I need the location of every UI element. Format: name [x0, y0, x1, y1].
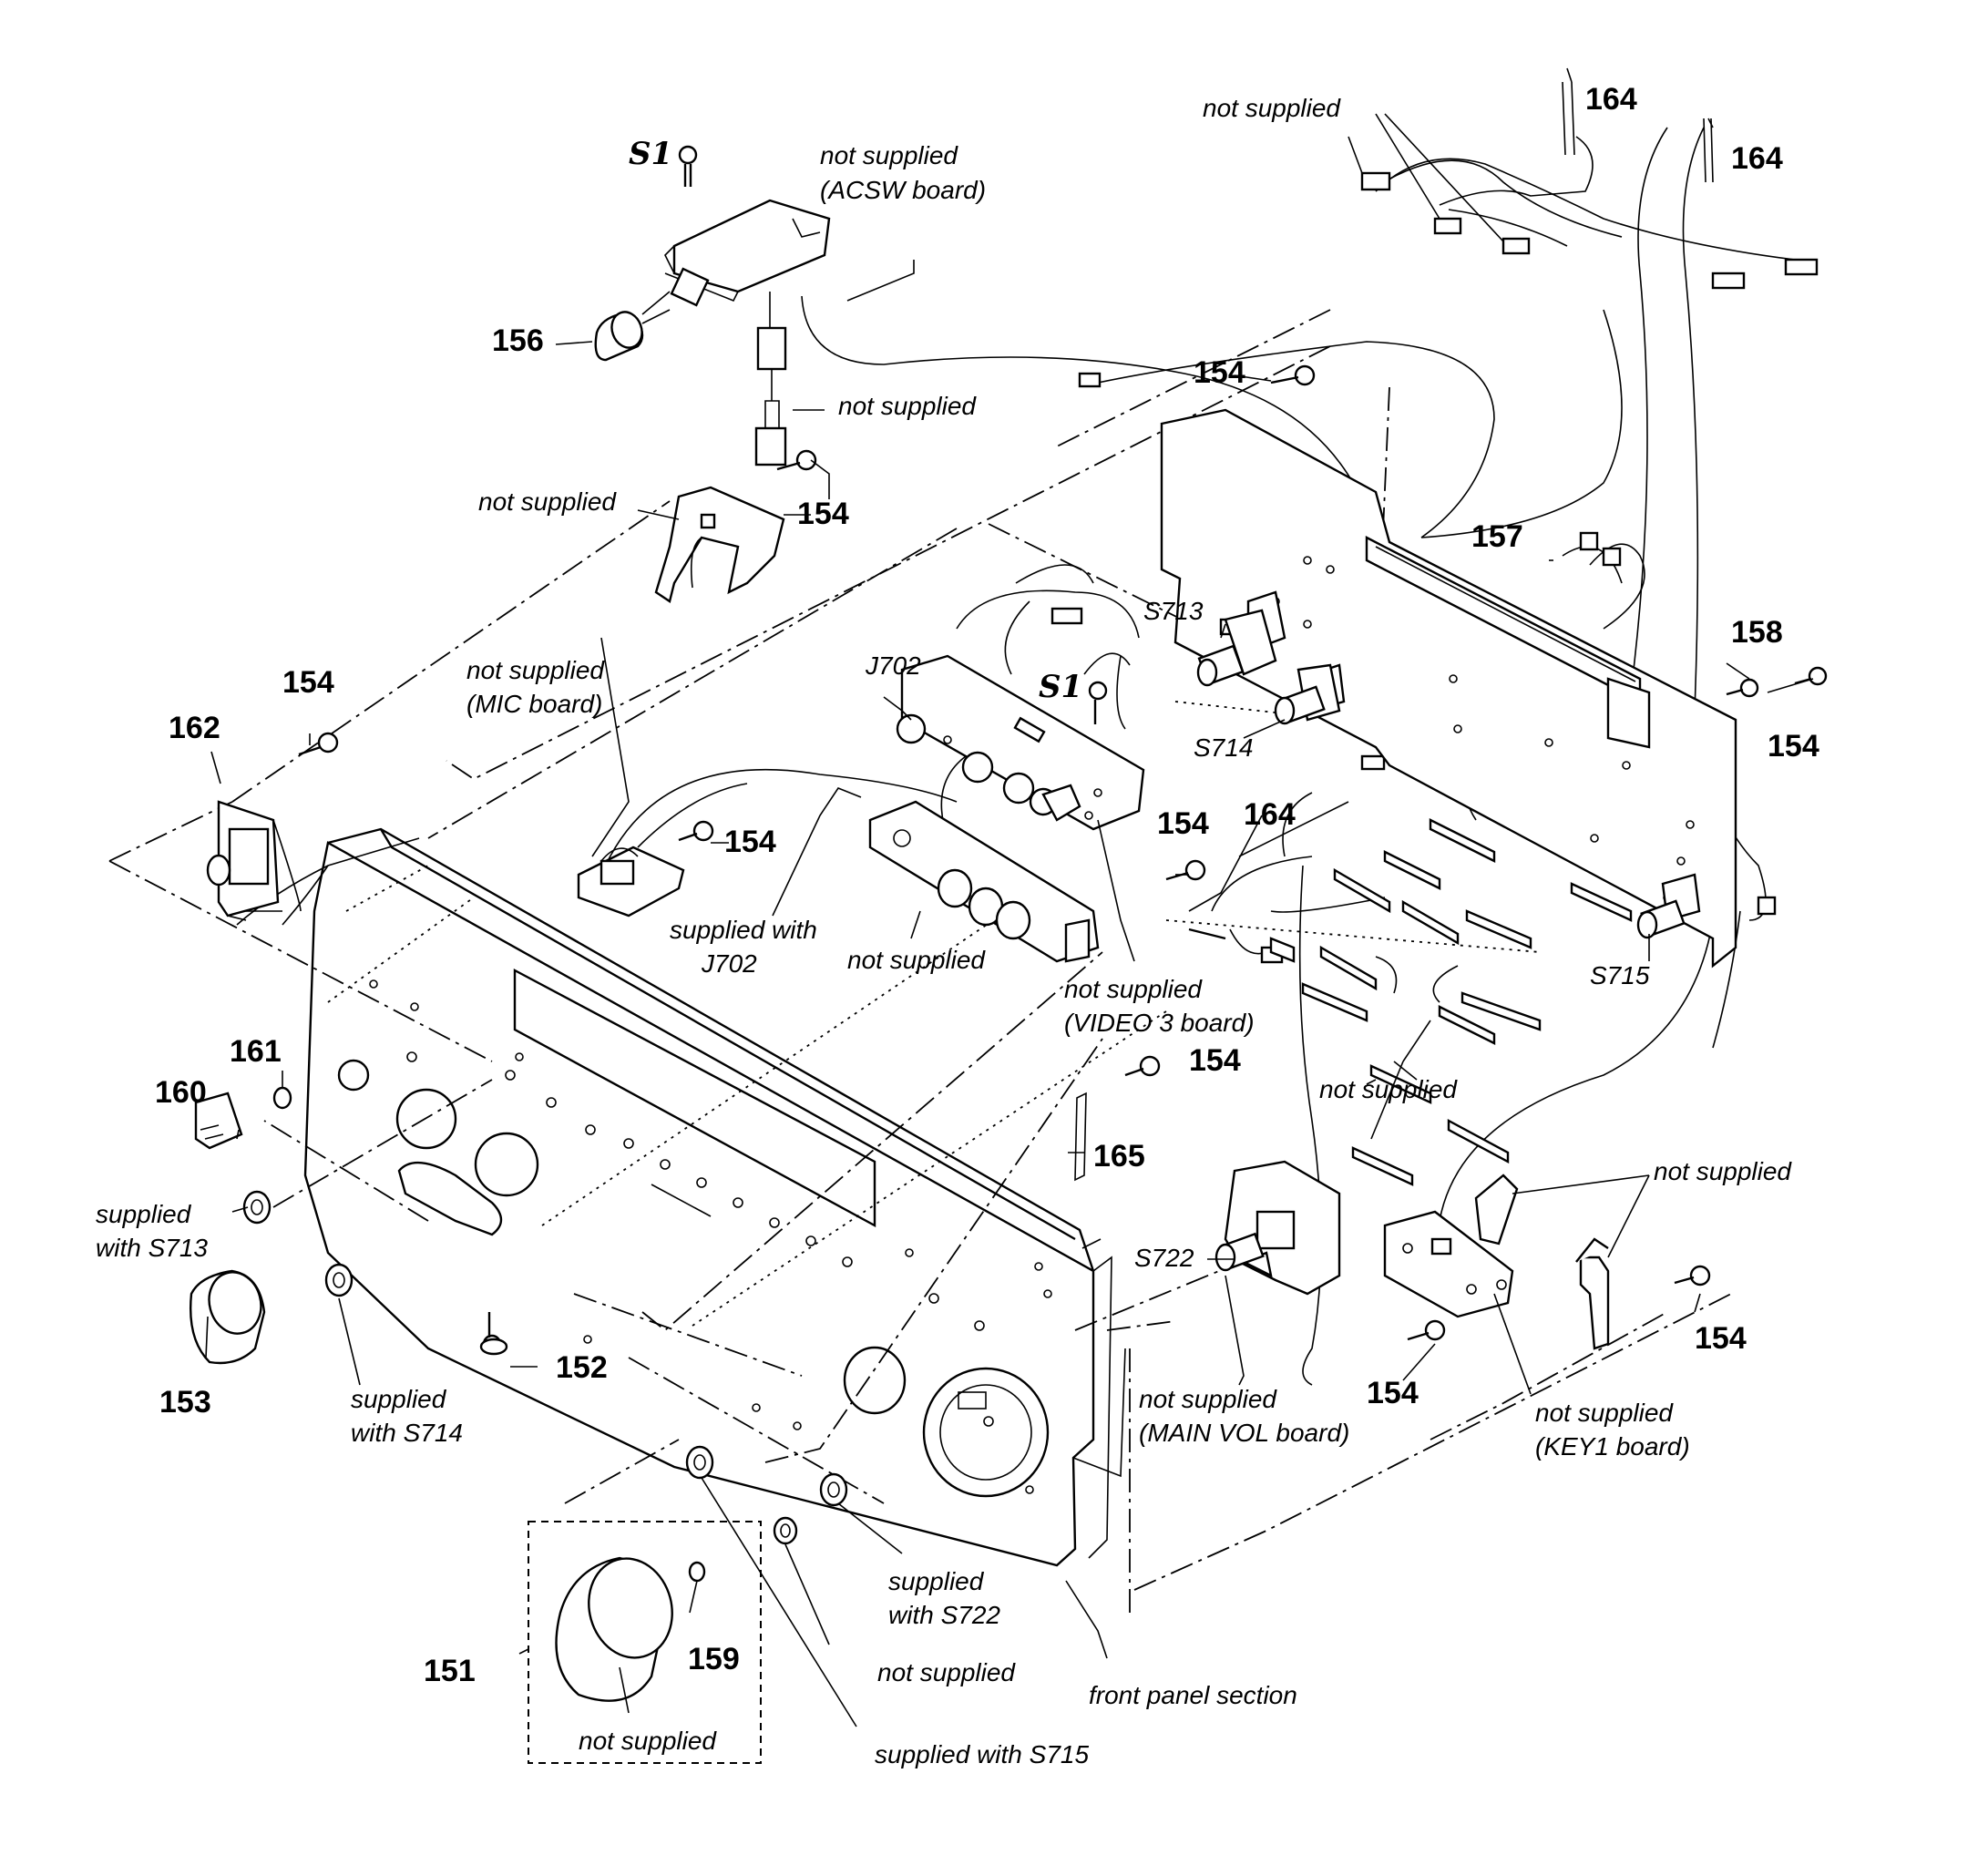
mic-board — [577, 846, 685, 917]
label-s1-video3: S1 — [1039, 669, 1082, 705]
note-acsw-2: (ACSW board) — [820, 176, 986, 204]
note-video3-1: not supplied — [1064, 975, 1203, 1003]
label-154-a: 154 — [1194, 355, 1245, 390]
note-knob-151: not supplied — [579, 1727, 717, 1755]
bracket-j702 — [868, 800, 1100, 963]
label-161: 161 — [230, 1034, 282, 1069]
note-front-panel: front panel section — [1089, 1681, 1297, 1709]
label-164-b: 164 — [1731, 141, 1783, 176]
bracket-not-supplied — [654, 486, 785, 603]
switch-162 — [206, 800, 302, 921]
label-s713: S713 — [1143, 597, 1204, 625]
note-wires-top: not supplied — [1203, 94, 1341, 122]
label-164-a: 164 — [1585, 82, 1637, 117]
label-154-d: 154 — [724, 825, 776, 859]
label-151: 151 — [424, 1654, 476, 1688]
knob-153 — [190, 1269, 266, 1365]
washers — [242, 1086, 848, 1583]
knob-160 — [194, 1092, 243, 1150]
note-mic-1: not supplied — [466, 656, 605, 684]
mainvol-board — [1214, 1160, 1341, 1296]
label-154-c: 154 — [282, 665, 334, 700]
note-mainvol-1: not supplied — [1139, 1385, 1277, 1413]
label-154-b: 154 — [797, 497, 849, 531]
screws — [298, 81, 1828, 1356]
switch-s713 — [1196, 609, 1277, 687]
note-mainvol-2: (MAIN VOL board) — [1139, 1419, 1349, 1447]
note-video3-2: (VIDEO 3 board) — [1064, 1009, 1255, 1037]
label-154-h: 154 — [1367, 1376, 1419, 1410]
label-154-e: 154 — [1157, 806, 1209, 841]
switch-s714 — [1274, 663, 1341, 725]
note-j702: J702 — [701, 949, 757, 978]
note-supplied-with: supplied with — [670, 916, 817, 944]
bracket-key1 — [1474, 1174, 1610, 1350]
label-165: 165 — [1093, 1139, 1145, 1174]
note-labels: not supplied (ACSW board) not supplied n… — [96, 94, 1792, 1768]
label-s714: S714 — [1194, 733, 1253, 762]
note-s715: supplied with S715 — [875, 1740, 1089, 1768]
label-j702: J702 — [865, 651, 921, 680]
label-s1-top: S1 — [629, 136, 672, 172]
note-s713-2: with S713 — [96, 1234, 208, 1262]
part-number-labels: S1 S1 156 154 154 154 162 154 154 164 16… — [155, 82, 1819, 1688]
note-cables: not supplied — [1319, 1075, 1458, 1103]
note-s722-2: with S722 — [888, 1601, 1000, 1629]
label-160: 160 — [155, 1075, 207, 1110]
video3-board — [896, 654, 1145, 831]
note-s714-1: supplied — [351, 1385, 447, 1413]
note-mic-2: (MIC board) — [466, 690, 602, 718]
label-159: 159 — [688, 1642, 740, 1676]
reference-labels: J702 S713 S714 S715 S722 — [865, 597, 1650, 1272]
label-s722: S722 — [1134, 1244, 1194, 1272]
label-158: 158 — [1731, 615, 1783, 650]
switch-s715 — [1636, 873, 1701, 939]
wire-harnesses — [236, 127, 1796, 1386]
note-connector: not supplied — [838, 392, 977, 420]
leader-lines — [205, 67, 1814, 1727]
note-s714-2: with S714 — [351, 1419, 463, 1447]
label-154-f: 154 — [1768, 729, 1819, 764]
label-153: 153 — [159, 1385, 211, 1420]
note-key1-bracket: not supplied — [1654, 1157, 1792, 1185]
label-s715: S715 — [1590, 961, 1650, 989]
knob-151-group — [528, 1521, 762, 1764]
note-key1-2: (KEY1 board) — [1535, 1432, 1690, 1461]
label-154-i: 154 — [1695, 1321, 1747, 1356]
note-s722-1: supplied — [888, 1567, 985, 1595]
acsw-board — [641, 199, 831, 466]
button-156 — [594, 309, 671, 362]
front-panel-section — [303, 827, 1126, 1567]
label-156: 156 — [492, 323, 544, 358]
main-board-157 — [1160, 408, 1737, 969]
label-152: 152 — [556, 1350, 608, 1385]
note-s713-1: supplied — [96, 1200, 192, 1228]
note-acsw-1: not supplied — [820, 141, 958, 169]
key1-board — [1383, 1210, 1514, 1318]
note-key1-1: not supplied — [1535, 1399, 1674, 1427]
note-bracket: not supplied — [478, 487, 617, 516]
note-bracket-j702: not supplied — [847, 946, 986, 974]
note-washer: not supplied — [877, 1658, 1016, 1686]
alignment-lines — [108, 309, 1732, 1613]
label-157: 157 — [1471, 519, 1523, 554]
label-154-g: 154 — [1189, 1043, 1241, 1078]
label-162: 162 — [169, 711, 220, 745]
label-164-c: 164 — [1244, 797, 1296, 832]
